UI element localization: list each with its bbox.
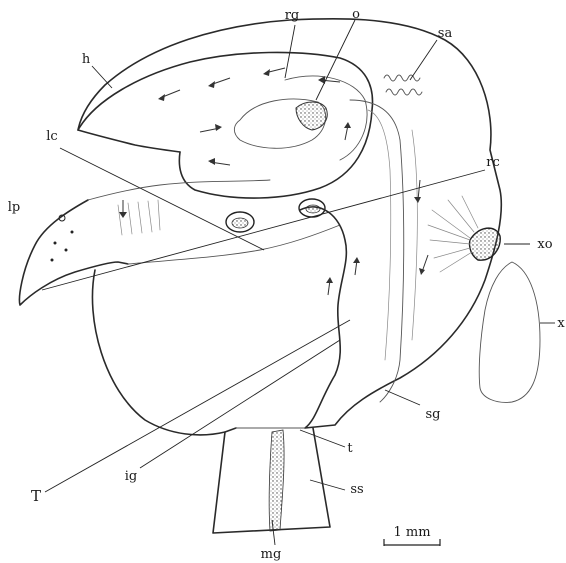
label-rg: rg bbox=[285, 8, 300, 23]
palp-to-body bbox=[88, 180, 270, 200]
label-ss: ss bbox=[350, 482, 363, 497]
labial-palp bbox=[20, 200, 128, 305]
palp-dot bbox=[71, 231, 74, 234]
label-t: t bbox=[347, 441, 353, 456]
channel-inner bbox=[368, 110, 391, 360]
label-x: x bbox=[557, 316, 565, 331]
label-lp: lp bbox=[8, 200, 20, 215]
label-rc: rc bbox=[486, 155, 500, 170]
label-xo: xo bbox=[537, 237, 552, 252]
label-ig: ig bbox=[125, 469, 137, 484]
label-lc: lc bbox=[46, 129, 57, 144]
lc-organ bbox=[226, 212, 254, 232]
channel-inner2 bbox=[412, 130, 417, 340]
label-h: h bbox=[82, 52, 91, 67]
mid-gut-mg bbox=[269, 430, 284, 531]
scale-bar-label: 1 mm bbox=[393, 525, 430, 540]
palp-dot bbox=[54, 242, 57, 245]
label-sg: sg bbox=[426, 407, 441, 422]
sa-marks bbox=[384, 75, 420, 81]
channel-outer bbox=[350, 100, 404, 402]
sa-marks bbox=[386, 89, 422, 95]
label-sa: sa bbox=[438, 26, 453, 41]
palp-hatching bbox=[118, 200, 160, 235]
organ-o-rim bbox=[296, 102, 327, 130]
t-region bbox=[300, 207, 346, 428]
x-flap bbox=[479, 262, 540, 402]
label-T: T bbox=[31, 487, 41, 505]
scale-bar: 1 mm bbox=[384, 525, 440, 546]
palp-dot bbox=[65, 249, 68, 252]
label-mg: mg bbox=[261, 547, 282, 562]
palp-dot bbox=[51, 259, 54, 262]
label-o: o bbox=[352, 7, 360, 22]
xo-opening bbox=[428, 196, 500, 272]
